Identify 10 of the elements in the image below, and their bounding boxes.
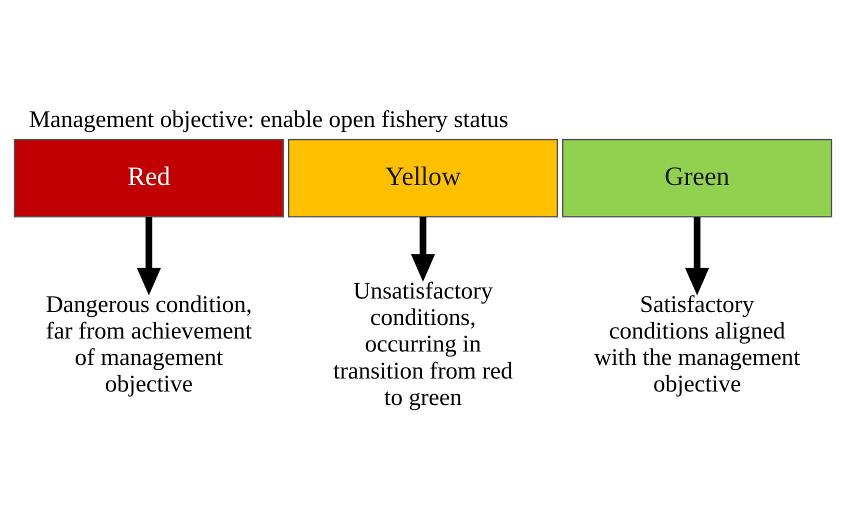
node-text: Dangerous condition, far from achievement of management objective — [45, 291, 252, 398]
node-text: Unsatisfactory conditions, occurring in transition from red to green — [332, 278, 512, 410]
node-box: Yellow — [287, 138, 558, 217]
arrow — [136, 216, 160, 295]
arrow — [684, 216, 709, 295]
node-box: Green — [562, 138, 832, 217]
node-text: Satisfactory conditions aligned with the management objective — [594, 291, 800, 398]
diagram-title: Management objective: enable open fishery status — [28, 106, 508, 132]
node-box: Red — [13, 138, 284, 217]
arrow — [410, 216, 435, 282]
